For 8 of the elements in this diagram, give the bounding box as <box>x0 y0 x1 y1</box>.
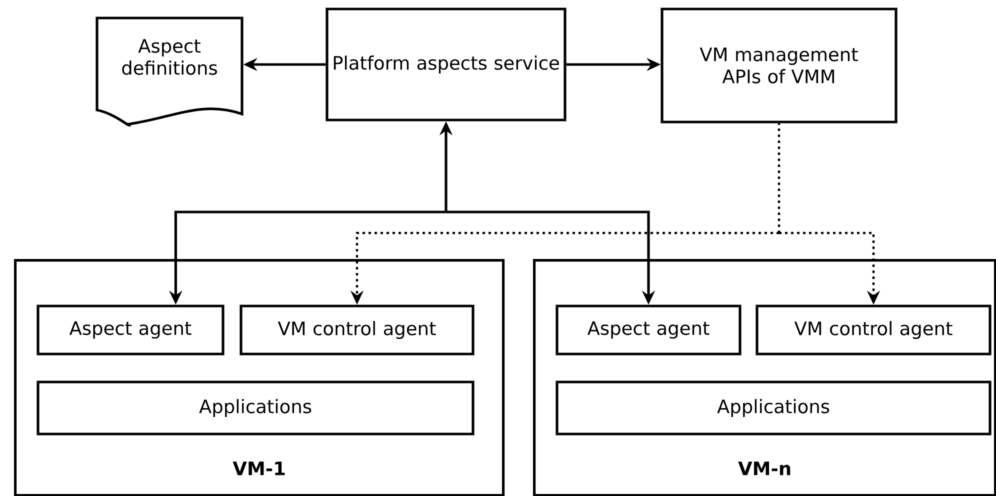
agent-box: VM control agent <box>240 304 474 356</box>
agent-box: Aspect agent <box>36 304 224 356</box>
agent-box: Aspect agent <box>556 304 742 356</box>
service-box: VM management APIs of VMM <box>660 8 898 124</box>
agent-box: Applications <box>556 380 992 436</box>
agent-box: VM control agent <box>756 304 992 356</box>
service-box: Platform aspects service <box>326 8 566 122</box>
agent-box: Applications <box>36 380 474 436</box>
